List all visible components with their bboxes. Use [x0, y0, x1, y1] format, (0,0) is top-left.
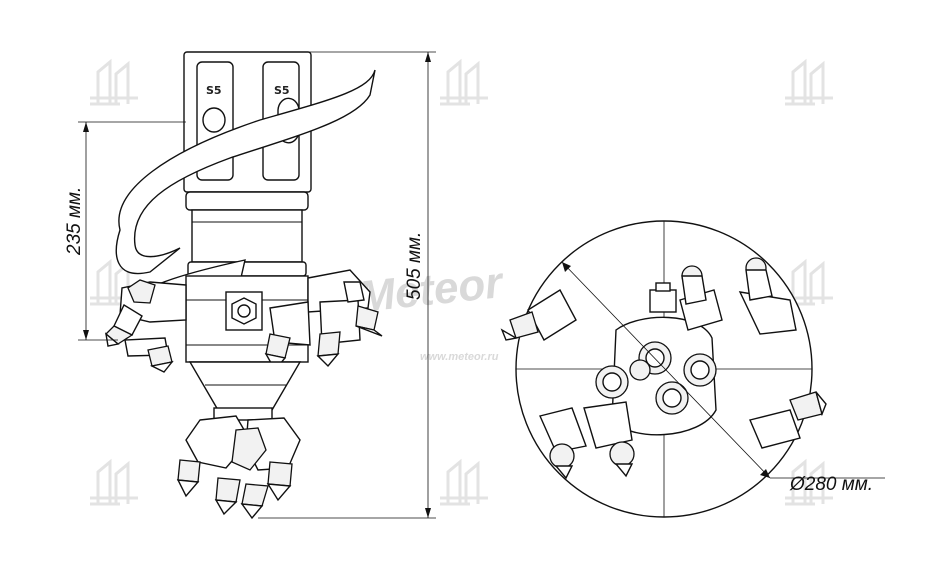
outer-tooth-block — [679, 265, 723, 331]
auger-bottom-view: Ø280 мм. — [500, 220, 885, 518]
dimension-label-diameter: Ø280 мм. — [789, 474, 873, 495]
cutting-tooth — [124, 337, 174, 373]
dimension-total-height — [258, 51, 436, 519]
watermark-logo-icon — [785, 258, 833, 306]
dimension-flight-height — [78, 121, 186, 341]
watermark-brand: Meteor — [356, 258, 507, 322]
outer-tooth-block — [738, 257, 797, 335]
watermark-logo-icon — [90, 258, 138, 306]
outer-tooth-block — [539, 407, 587, 480]
right-teeth-group — [264, 269, 383, 372]
watermark-logo-icon — [440, 458, 488, 506]
outer-tooth-block — [583, 401, 635, 478]
pin-hole-left — [202, 107, 226, 133]
pilot-bit — [176, 415, 301, 520]
shank-tag-left: S5 — [206, 84, 222, 97]
watermark-logo-icon — [785, 58, 833, 106]
watermark-layer — [90, 58, 833, 506]
watermark-logo-icon — [440, 58, 488, 106]
dimension-diameter — [561, 261, 885, 479]
watermark-logo-icon — [90, 58, 138, 106]
watermark-site: www.meteor.ru — [420, 351, 499, 363]
central-hub — [611, 316, 717, 436]
auger-side-view: S5 S5 — [64, 51, 436, 520]
watermark-logo-icon — [90, 458, 138, 506]
outer-tooth-block — [500, 289, 577, 341]
shank-tag-right: S5 — [274, 84, 290, 97]
collar-upper — [185, 191, 309, 211]
dimension-label-flight-height: 235 мм. — [64, 187, 85, 256]
center-bolt-hole — [237, 304, 251, 318]
dimension-label-total-height: 505 мм. — [404, 232, 425, 300]
pilot-cone — [188, 361, 302, 411]
collar-mid — [191, 209, 303, 263]
watermark-logo-icon — [785, 458, 833, 506]
outer-tooth-block — [749, 391, 827, 449]
cutting-tooth — [104, 303, 143, 347]
top-nub — [649, 289, 677, 313]
auger-flight — [115, 69, 376, 275]
